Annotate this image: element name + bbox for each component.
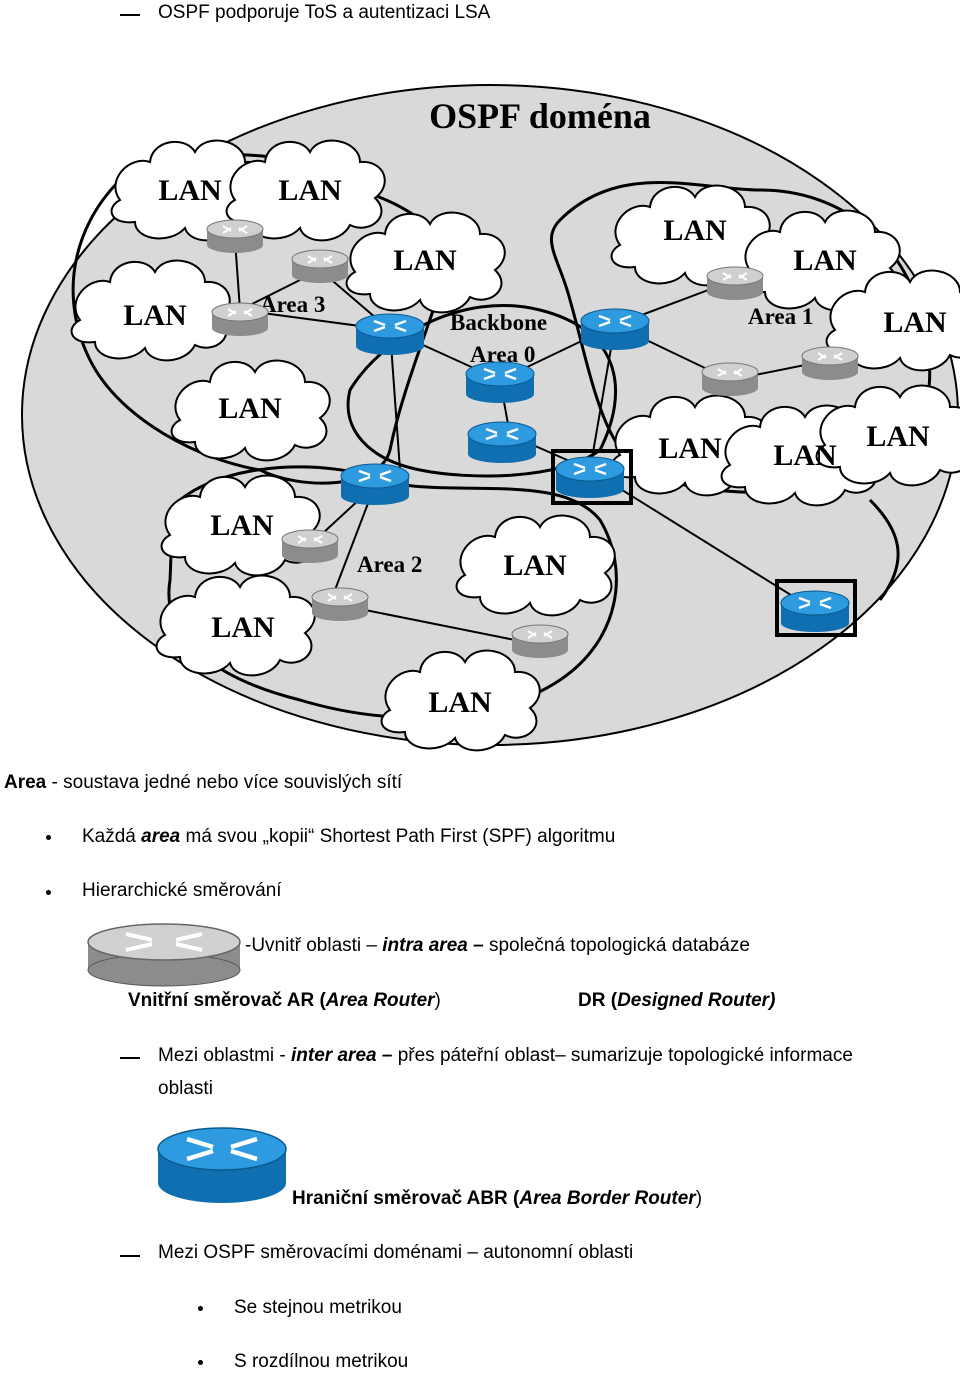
lan-label: LAN	[773, 439, 837, 472]
backbone-label: Backbone	[450, 310, 547, 335]
grey-router-icon	[87, 923, 241, 987]
lan-label: LAN	[123, 299, 187, 332]
bullet-hierarchy: Hierarchické směrování	[82, 880, 282, 901]
area-definition: Area - soustava jedné nebo více souvislý…	[4, 772, 403, 793]
area-2-label: Area 2	[357, 552, 422, 577]
lan-label: LAN	[663, 214, 727, 247]
lan-label: LAN	[428, 686, 492, 719]
dash-marker	[120, 1057, 140, 1059]
lan-label: LAN	[278, 174, 342, 207]
lan-label: LAN	[866, 420, 930, 453]
ar-caption: Vnitřní směrovač AR (Area Router)	[128, 990, 441, 1011]
lan-label: LAN	[211, 611, 275, 644]
heading-item: OSPF podporuje ToS a autentizaci LSA	[158, 2, 491, 23]
sub-bullet-same-metric: Se stejnou metrikou	[234, 1297, 402, 1318]
blue-router-icon	[157, 1127, 287, 1203]
bullet-marker	[46, 890, 51, 895]
bullet-marker	[198, 1306, 203, 1311]
dr-caption: DR (Designed Router)	[578, 990, 776, 1011]
abr-caption: Hraniční směrovač ABR (Area Border Route…	[292, 1188, 703, 1209]
bullet-marker	[198, 1360, 203, 1365]
lan-label: LAN	[883, 306, 947, 339]
lan-label: LAN	[503, 549, 567, 582]
ospf-domain-diagram: OSPF doména	[21, 84, 960, 752]
lan-label: LAN	[658, 432, 722, 465]
bullet-spf: Každá area má svou „kopii“ Shortest Path…	[82, 826, 616, 847]
dr-highlight-box	[551, 449, 633, 505]
intra-area-text: -Uvnitř oblasti – intra area – společná …	[245, 935, 750, 956]
lan-label: LAN	[210, 509, 274, 542]
lan-label: LAN	[393, 244, 457, 277]
dr-highlight-box	[775, 579, 857, 637]
lan-label: LAN	[793, 244, 857, 277]
area-1-label: Area 1	[748, 304, 813, 329]
inter-area-text: Mezi oblastmi - inter area – přes páteřn…	[158, 1045, 853, 1066]
dash-marker	[120, 1255, 140, 1257]
area-3-label: Area 3	[260, 292, 325, 317]
sub-bullet-diff-metric: S rozdílnou metrikou	[234, 1351, 409, 1372]
diagram-title: OSPF doména	[429, 96, 651, 136]
dash-marker	[120, 14, 140, 16]
inter-area-text-cont: oblasti	[158, 1078, 213, 1099]
bullet-marker	[46, 835, 51, 840]
autonomous-text: Mezi OSPF směrovacími doménami – autonom…	[158, 1242, 634, 1263]
lan-label: LAN	[218, 392, 282, 425]
lan-label: LAN	[158, 174, 222, 207]
